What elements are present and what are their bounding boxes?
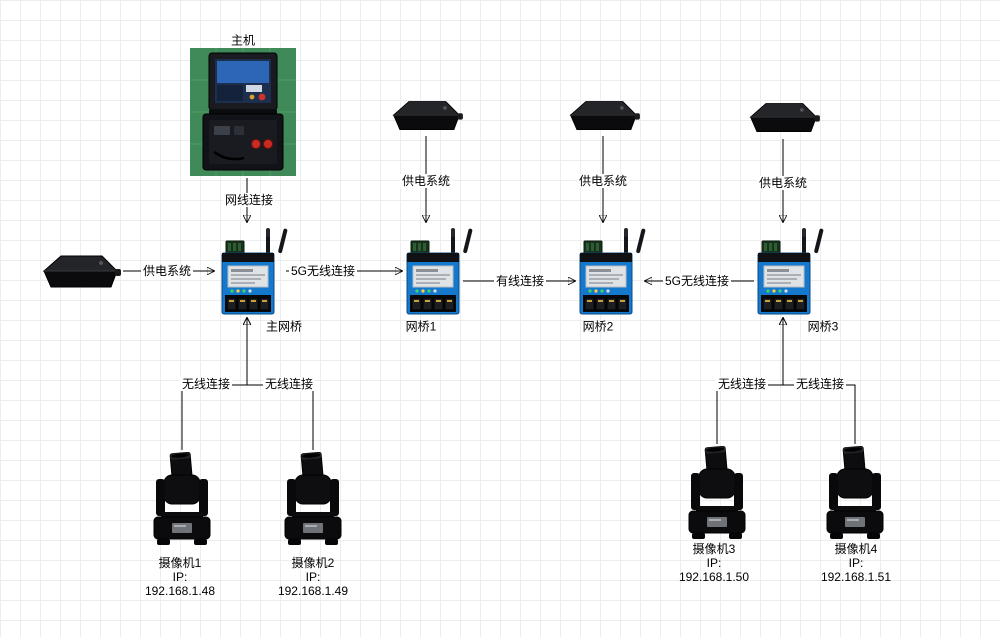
bridge1-label: 网桥1 bbox=[405, 319, 437, 334]
main-bridge-label: 主网桥 bbox=[265, 319, 303, 334]
node-bridge1[interactable] bbox=[405, 228, 475, 318]
camera3-label: 摄像机3 IP: 192.168.1.50 bbox=[679, 542, 749, 584]
node-power-supply-2[interactable] bbox=[565, 98, 641, 134]
power-supply-icon bbox=[750, 103, 821, 132]
bridge-router-icon bbox=[221, 228, 289, 315]
power-supply-icon bbox=[570, 101, 641, 130]
bridge2-label: 网桥2 bbox=[582, 319, 614, 334]
edge-label-ethernet-host: 网线连接 bbox=[222, 193, 276, 207]
camera3-ip: 192.168.1.50 bbox=[678, 570, 750, 584]
camera1-ip: 192.168.1.48 bbox=[144, 584, 216, 598]
camera3-name: 摄像机3 bbox=[692, 542, 736, 556]
camera1-label: 摄像机1 IP: 192.168.1.48 bbox=[145, 556, 215, 598]
edge-label-power-b3: 供电系统 bbox=[756, 176, 810, 190]
ptz-camera-icon bbox=[153, 452, 211, 546]
edge-label-wireless-cam2: 无线连接 bbox=[262, 377, 316, 391]
node-power-supply-3[interactable] bbox=[745, 100, 821, 136]
camera4-label: 摄像机4 IP: 192.168.1.51 bbox=[821, 542, 891, 584]
ptz-camera-icon bbox=[688, 446, 746, 540]
ptz-camera-icon bbox=[284, 452, 342, 546]
camera4-ip-label: IP: bbox=[848, 556, 864, 570]
node-power-supply-main[interactable] bbox=[38, 252, 122, 292]
edge-label-wireless-cam1: 无线连接 bbox=[179, 377, 233, 391]
host-label: 主机 bbox=[230, 33, 256, 48]
camera3-ip-label: IP: bbox=[706, 556, 722, 570]
node-bridge2[interactable] bbox=[578, 228, 648, 318]
edge-label-5g-b3-b2: 5G无线连接 bbox=[662, 274, 732, 288]
camera4-ip: 192.168.1.51 bbox=[820, 570, 892, 584]
edge-label-wireless-cam4: 无线连接 bbox=[793, 377, 847, 391]
edge-label-wireless-cam3: 无线连接 bbox=[715, 377, 769, 391]
node-power-supply-1[interactable] bbox=[388, 98, 464, 134]
edge-label-wired-b1-b2: 有线连接 bbox=[493, 274, 547, 288]
camera2-ip-label: IP: bbox=[305, 570, 321, 584]
edge-label-power-b1: 供电系统 bbox=[399, 174, 453, 188]
bridge-router-icon bbox=[406, 228, 474, 315]
ptz-camera-icon bbox=[826, 446, 884, 540]
camera2-label: 摄像机2 IP: 192.168.1.49 bbox=[278, 556, 348, 598]
edge-label-power-main: 供电系统 bbox=[140, 264, 194, 278]
bridge3-label: 网桥3 bbox=[807, 319, 839, 334]
node-bridge3[interactable] bbox=[756, 228, 826, 318]
camera2-ip: 192.168.1.49 bbox=[277, 584, 349, 598]
bridge-router-icon bbox=[757, 228, 825, 315]
power-supply-icon bbox=[43, 255, 122, 288]
node-camera1[interactable] bbox=[149, 452, 215, 547]
camera2-name: 摄像机2 bbox=[291, 556, 335, 570]
camera1-ip-label: IP: bbox=[172, 570, 188, 584]
camera4-name: 摄像机4 bbox=[834, 542, 878, 556]
power-supply-icon bbox=[393, 101, 464, 130]
bridge-router-icon bbox=[579, 228, 647, 315]
camera1-name: 摄像机1 bbox=[158, 556, 202, 570]
edge-label-5g-main-b1: 5G无线连接 bbox=[288, 264, 358, 278]
node-camera3[interactable] bbox=[684, 446, 750, 541]
node-camera4[interactable] bbox=[822, 446, 888, 541]
host-photo bbox=[190, 48, 296, 176]
edge-label-power-b2: 供电系统 bbox=[576, 174, 630, 188]
node-host[interactable] bbox=[190, 48, 296, 176]
node-main-bridge[interactable] bbox=[220, 228, 290, 318]
node-camera2[interactable] bbox=[280, 452, 346, 547]
